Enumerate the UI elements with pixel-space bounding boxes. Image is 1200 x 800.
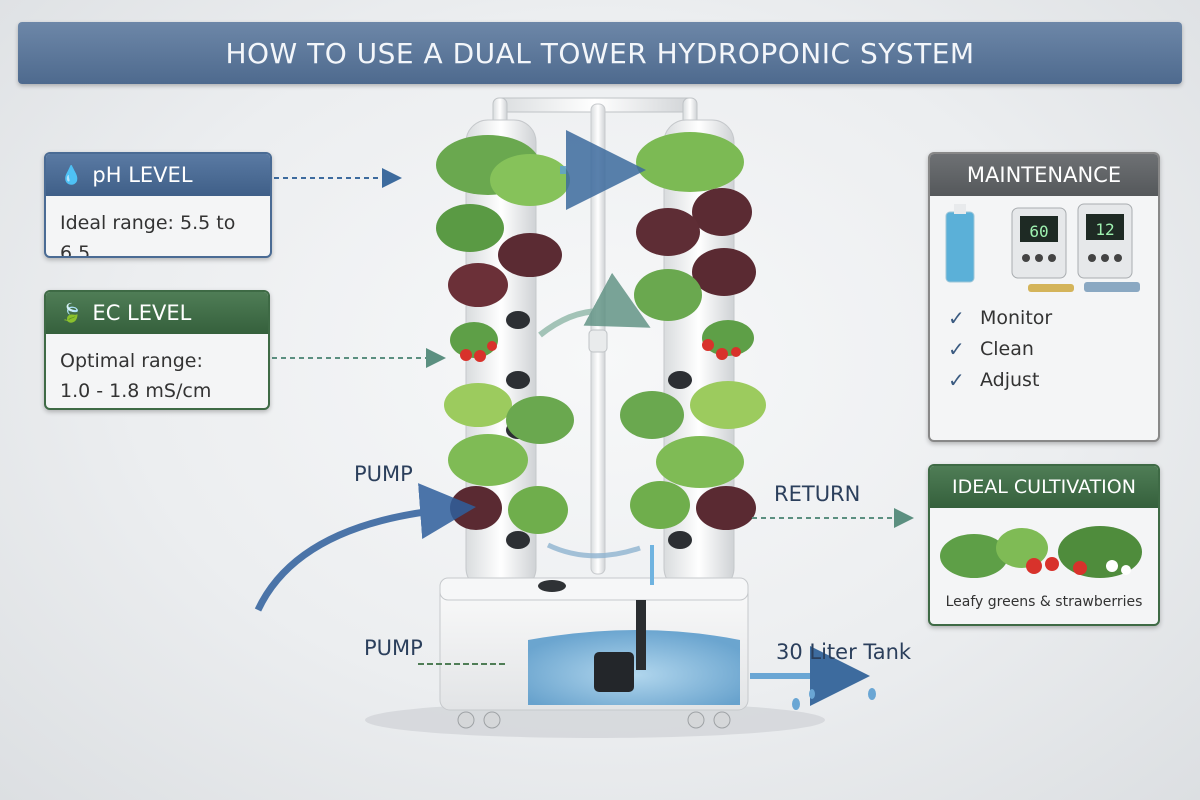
cultivation-caption: Leafy greens & strawberries: [945, 594, 1143, 610]
meter-left-reading: 60: [1029, 222, 1048, 241]
maintenance-checklist: ✓Monitor ✓Clean ✓Adjust: [930, 296, 1158, 395]
pump-label-lower: PUMP: [364, 636, 423, 660]
checkmark-icon: ✓: [948, 305, 965, 330]
leaf-icon: 🍃: [60, 302, 83, 324]
checkmark-icon: ✓: [948, 367, 965, 392]
flow-arrow-low: [546, 542, 641, 559]
ph-range: Ideal range: 5.5 to 6.5: [60, 212, 236, 258]
sponge: [1084, 282, 1140, 292]
pump-flow-arrow: [254, 483, 476, 612]
plants-right: [620, 132, 766, 530]
ec-range-label: Optimal range:: [60, 350, 203, 372]
return-label: RETURN: [774, 482, 861, 506]
maintenance-header: MAINTENANCE: [930, 154, 1158, 196]
floor-shadow: [365, 702, 825, 738]
top-manifold: [492, 97, 698, 575]
ec-card-header: 🍃 EC LEVEL: [46, 292, 268, 334]
ec-card-body: Optimal range: 1.0 - 1.8 mS/cm: [46, 334, 268, 408]
meter-right-reading: 12: [1095, 220, 1114, 239]
page-title: HOW TO USE A DUAL TOWER HYDROPONIC SYSTE…: [225, 36, 975, 70]
flow-arrow-mid: [538, 272, 651, 338]
maintenance-card: MAINTENANCE 60 12 ✓Monitor ✓Clean ✓Adjus…: [928, 152, 1160, 442]
checklist-item: ✓Adjust: [948, 367, 1040, 392]
greens-strawberries-image: [940, 526, 1142, 578]
ec-range-value: 1.0 - 1.8 mS/cm: [60, 380, 212, 402]
ideal-cultivation-card: IDEAL CULTIVATION Leafy greens & strawbe…: [928, 464, 1160, 626]
checklist-item: ✓Clean: [948, 336, 1034, 361]
pump-body: [594, 652, 634, 692]
ph-card-body: Ideal range: 5.5 to 6.5: [46, 196, 270, 258]
solution-bottle: [945, 211, 975, 283]
ec-heading: EC LEVEL: [92, 301, 192, 325]
water-drop-icon: 💧: [60, 164, 83, 186]
water-drops: [792, 688, 876, 710]
plants-left: [436, 135, 574, 534]
pump-label-upper: PUMP: [354, 462, 413, 486]
ph-card-header: 💧 pH LEVEL: [46, 154, 270, 196]
title-banner: HOW TO USE A DUAL TOWER HYDROPONIC SYSTE…: [18, 22, 1182, 84]
ec-level-card: 🍃 EC LEVEL Optimal range: 1.0 - 1.8 mS/c…: [44, 290, 270, 410]
maintenance-tools-image: 60 12: [945, 203, 1140, 292]
checklist-item: ✓Monitor: [948, 305, 1053, 330]
cultivation-header: IDEAL CULTIVATION: [930, 466, 1158, 508]
checkmark-icon: ✓: [948, 336, 965, 361]
tank-capacity-label: 30 Liter Tank: [776, 640, 912, 664]
ph-level-card: 💧 pH LEVEL Ideal range: 5.5 to 6.5: [44, 152, 272, 258]
caster-wheels: [457, 711, 731, 729]
ph-heading: pH LEVEL: [92, 163, 193, 187]
